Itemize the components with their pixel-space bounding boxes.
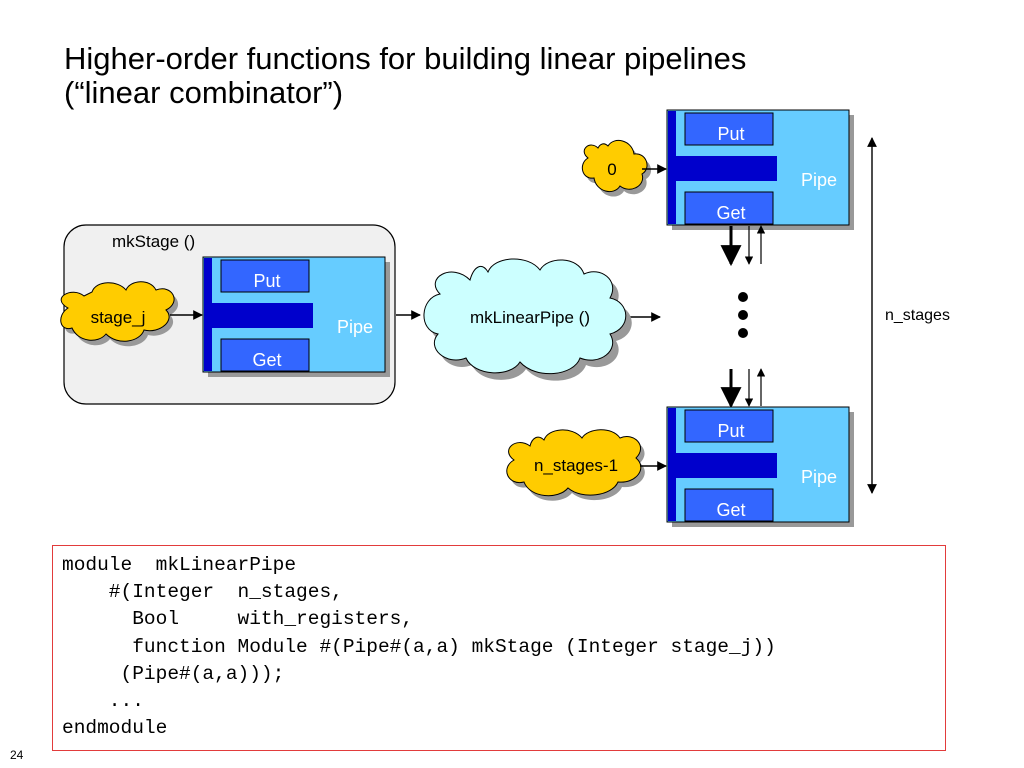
code-line: endmodule	[62, 717, 168, 740]
code-line: Bool with_registers,	[62, 608, 414, 631]
stage-get-label: Get	[252, 350, 281, 370]
mkstage-label: mkStage ()	[112, 232, 195, 251]
stage-j-cloud: stage_j	[60, 281, 179, 347]
mklinearpipe-cloud: mkLinearPipe ()	[423, 258, 632, 381]
code-line: (Pipe#(a,a)));	[62, 662, 285, 685]
code-line: module mkLinearPipe	[62, 554, 297, 576]
code-line: ...	[62, 689, 144, 712]
ellipsis-dots	[738, 292, 748, 338]
title-line-2: (“linear combinator”)	[64, 75, 344, 110]
zero-cloud: 0	[581, 139, 652, 197]
stage-pipe: Put Get Pipe	[202, 256, 391, 378]
stage-j-label: stage_j	[91, 308, 146, 327]
slide-title: Higher-order functions for building line…	[64, 42, 746, 110]
n-stages-label: n_stages	[885, 307, 950, 324]
top-pipe: Put Get Pipe	[666, 109, 855, 231]
code-line: function Module #(Pipe#(a,a) mkStage (In…	[62, 635, 776, 658]
n-stages-minus-1-cloud: n_stages-1	[506, 429, 645, 501]
code-line: #(Integer n_stages,	[62, 581, 343, 604]
stage-pipe-label: Pipe	[337, 317, 373, 337]
linear-combinator-diagram: mkStage () stage_j Put Get Pipe mkLinear…	[60, 109, 950, 528]
bottom-connection-arrows	[720, 368, 766, 409]
n-stages-minus-1-label: n_stages-1	[534, 456, 618, 475]
bottom-put-label: Put	[717, 421, 744, 441]
bottom-get-label: Get	[716, 500, 745, 520]
bottom-pipe-label: Pipe	[801, 467, 837, 487]
top-put-label: Put	[717, 124, 744, 144]
code-box: module mkLinearPipe #(Integer n_stages, …	[52, 545, 946, 751]
title-line-1: Higher-order functions for building line…	[64, 41, 747, 76]
zero-label: 0	[607, 160, 616, 179]
top-get-label: Get	[716, 203, 745, 223]
mklinearpipe-label: mkLinearPipe ()	[470, 308, 590, 327]
stage-put-label: Put	[253, 271, 280, 291]
top-connection-arrows	[720, 225, 766, 267]
page-number: 24	[10, 748, 24, 762]
bottom-pipe: Put Get Pipe	[666, 406, 855, 528]
top-pipe-label: Pipe	[801, 170, 837, 190]
